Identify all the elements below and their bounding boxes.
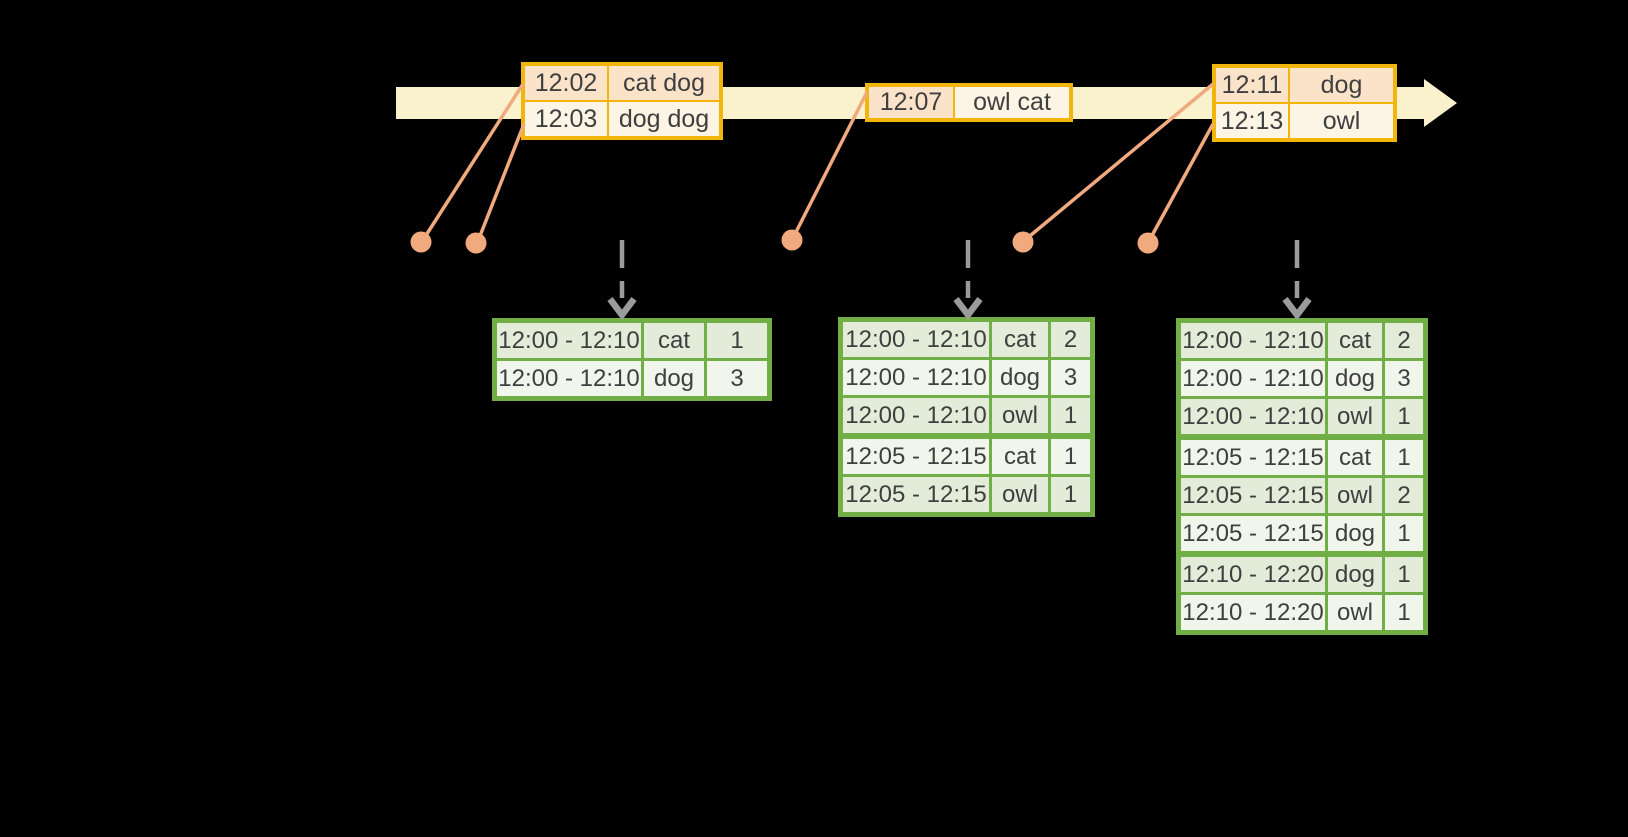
window-cell: 12:00 - 12:10 [843, 398, 989, 433]
event-dot-3 [781, 229, 803, 251]
window-cell: 12:10 - 12:20 [1181, 595, 1325, 630]
count-cell: 3 [1051, 360, 1090, 395]
word-cell: owl [1328, 478, 1382, 513]
window-cell: 12:00 - 12:10 [1181, 399, 1325, 434]
count-cell: 1 [1385, 595, 1423, 630]
window-cell: 12:05 - 12:15 [843, 477, 989, 512]
event-words-cell: dog dog [609, 102, 719, 136]
event-time-cell: 12:03 [525, 102, 607, 136]
window-cell: 12:00 - 12:10 [497, 361, 641, 396]
window-cell: 12:00 - 12:10 [1181, 323, 1325, 358]
word-cell: dog [1328, 516, 1382, 551]
event-dot-1 [410, 231, 432, 253]
window-cell: 12:00 - 12:10 [843, 360, 989, 395]
event-dot-2 [465, 232, 487, 254]
window-cell: 12:05 - 12:15 [1181, 440, 1325, 475]
trigger-arrow-3 [1282, 240, 1312, 321]
event-time-cell: 12:11 [1216, 68, 1288, 102]
window-cell: 12:10 - 12:20 [1181, 557, 1325, 592]
event-connector-line-4 [1023, 82, 1215, 242]
event-connector-line-2 [476, 123, 526, 242]
trigger-arrowhead-icon [1282, 297, 1312, 321]
count-cell: 3 [1385, 361, 1423, 396]
event-dot-5 [1137, 232, 1159, 254]
count-cell: 2 [1385, 323, 1423, 358]
event-connector-line-5 [1147, 123, 1215, 242]
word-cell: cat [644, 323, 704, 358]
word-cell: cat [1328, 440, 1382, 475]
count-cell: 2 [1385, 478, 1423, 513]
window-cell: 12:05 - 12:15 [1181, 478, 1325, 513]
event-time-cell: 12:13 [1216, 104, 1288, 138]
count-cell: 1 [1385, 516, 1423, 551]
word-cell: cat [992, 322, 1048, 357]
count-cell: 1 [1051, 477, 1090, 512]
window-cell: 12:00 - 12:10 [497, 323, 641, 358]
count-cell: 3 [707, 361, 767, 396]
count-cell: 1 [707, 323, 767, 358]
event-connector-line-3 [791, 91, 869, 239]
count-cell: 2 [1051, 322, 1090, 357]
count-cell: 1 [1051, 398, 1090, 433]
word-cell: dog [644, 361, 704, 396]
count-cell: 1 [1385, 557, 1423, 592]
event-words-cell: dog [1290, 68, 1393, 102]
window-cell: 12:00 - 12:10 [1181, 361, 1325, 396]
trigger-arrow-2 [953, 240, 983, 321]
word-cell: cat [992, 439, 1048, 474]
trigger-arrow-1 [607, 240, 637, 321]
word-cell: dog [1328, 557, 1382, 592]
count-cell: 1 [1051, 439, 1090, 474]
event-words-cell: owl cat [955, 87, 1069, 118]
trigger-arrowhead-icon [607, 297, 637, 321]
count-cell: 1 [1385, 440, 1423, 475]
event-words-cell: cat dog [609, 66, 719, 100]
word-cell: owl [992, 477, 1048, 512]
window-cell: 12:05 - 12:15 [843, 439, 989, 474]
word-cell: cat [1328, 323, 1382, 358]
trigger-arrowhead-icon [953, 297, 983, 321]
event-dot-4 [1012, 231, 1034, 253]
word-cell: owl [1328, 595, 1382, 630]
event-words-cell: owl [1290, 104, 1393, 138]
word-cell: owl [992, 398, 1048, 433]
word-cell: dog [1328, 361, 1382, 396]
count-cell: 1 [1385, 399, 1423, 434]
word-cell: owl [1328, 399, 1382, 434]
event-connector-line-1 [421, 83, 525, 241]
timeline-arrowhead-icon [1424, 79, 1457, 127]
word-cell: dog [992, 360, 1048, 395]
event-time-cell: 12:02 [525, 66, 607, 100]
window-cell: 12:00 - 12:10 [843, 322, 989, 357]
event-time-cell: 12:07 [869, 87, 953, 118]
window-cell: 12:05 - 12:15 [1181, 516, 1325, 551]
